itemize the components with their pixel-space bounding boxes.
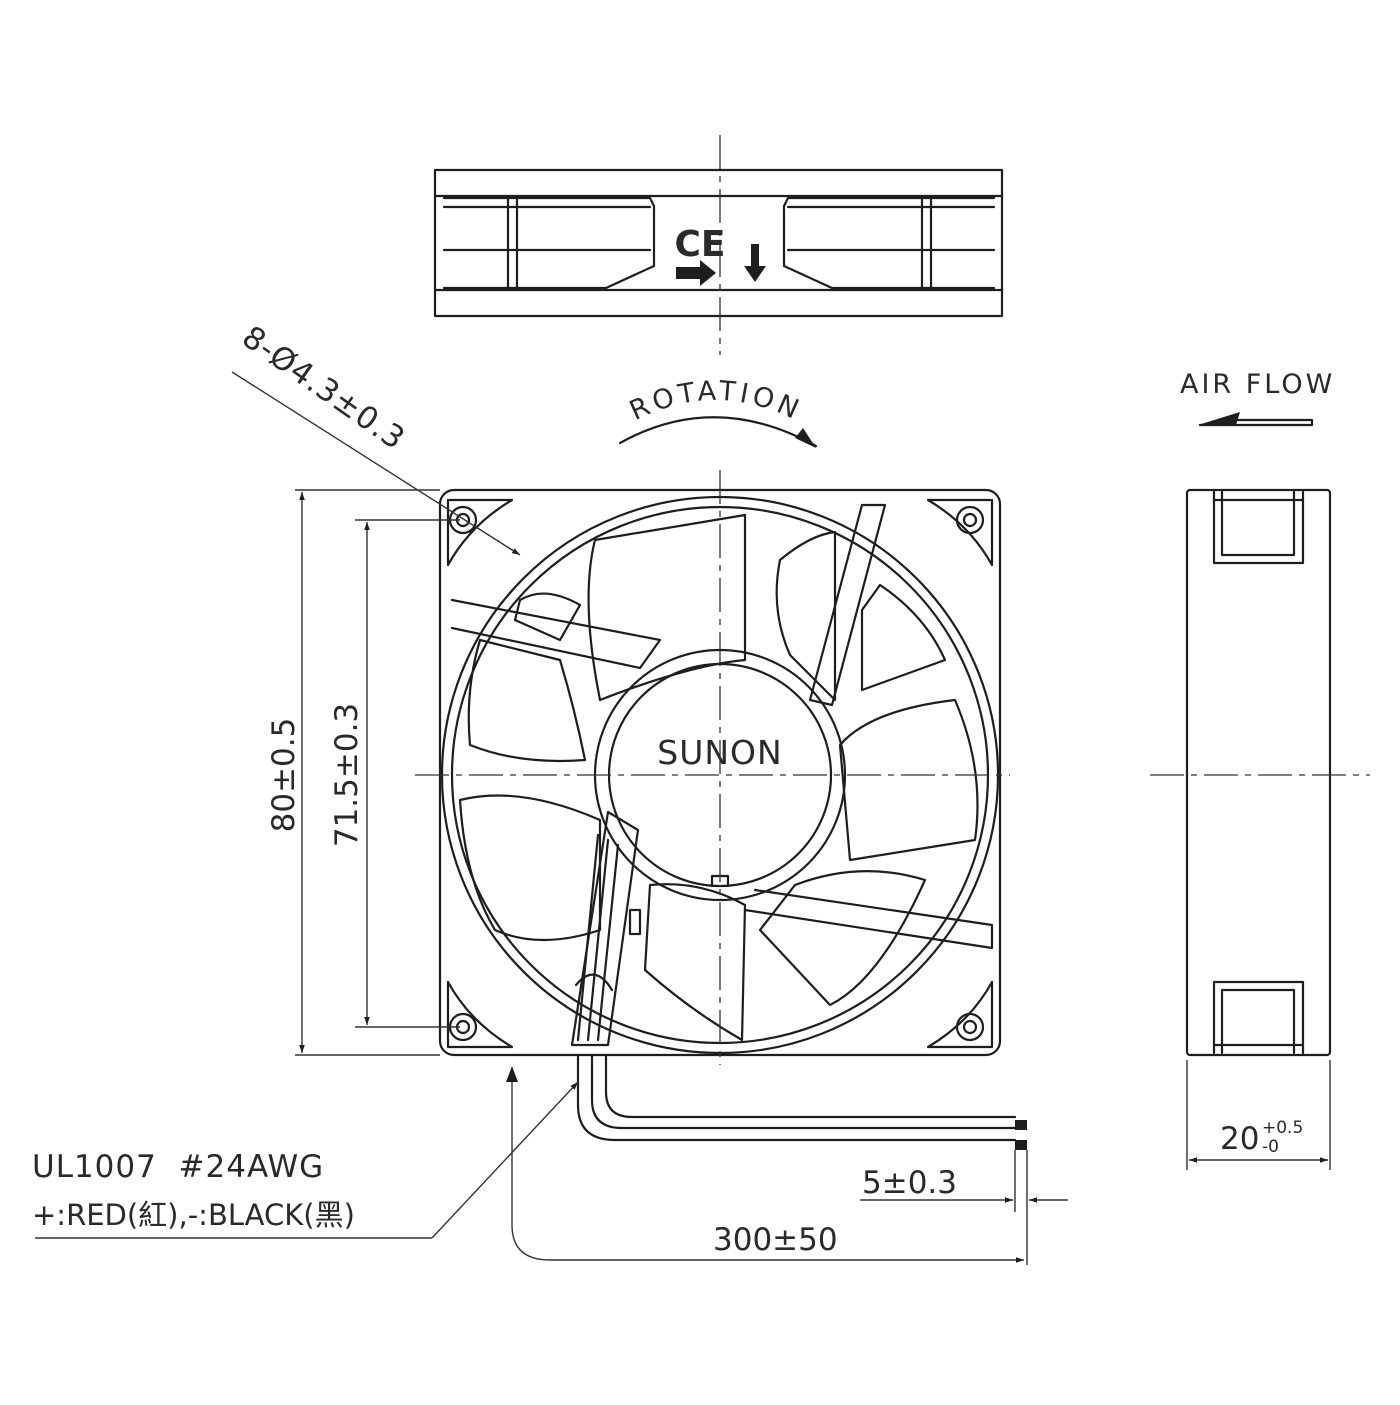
airflow-indicator: AIR FLOW — [1180, 369, 1335, 427]
cable-colors: +:RED(紅),-:BLACK(黑) — [32, 1198, 355, 1232]
dimensions: 8-Ø4.3±0.3 80±0.5 71.5±0.3 5±0.3 300±50 … — [32, 319, 1068, 1265]
rotation-arrow-icon — [795, 428, 816, 448]
side-view: 20 +0.5 -0 — [1150, 488, 1370, 1170]
rotation-label: ROTATION — [625, 376, 807, 427]
cable-spec: UL1007 #24AWG — [32, 1149, 324, 1185]
hole-spacing-dimension: 71.5±0.3 — [329, 703, 365, 847]
thickness-tolerance-minus: -0 — [1262, 1137, 1279, 1157]
top-view: CE — [433, 135, 1004, 355]
mounting-hole-dimension: 8-Ø4.3±0.3 — [235, 319, 411, 457]
lead-strip-dimension: 5±0.3 — [862, 1165, 957, 1201]
airflow-direction-arrow-icon — [744, 244, 766, 282]
rotation-direction-arrow-icon — [676, 260, 716, 286]
lead-length-dimension: 300±50 — [713, 1222, 838, 1258]
airflow-arrow-icon — [1198, 412, 1240, 425]
thickness-dimension: 20 — [1220, 1121, 1259, 1157]
ce-mark: CE — [674, 224, 725, 265]
airflow-label: AIR FLOW — [1180, 369, 1335, 400]
frame-size-dimension: 80±0.5 — [266, 718, 302, 833]
front-view: SUNON — [415, 470, 1027, 1150]
thickness-tolerance-plus: +0.5 — [1262, 1118, 1303, 1138]
rotation-indicator: ROTATION — [618, 376, 818, 448]
